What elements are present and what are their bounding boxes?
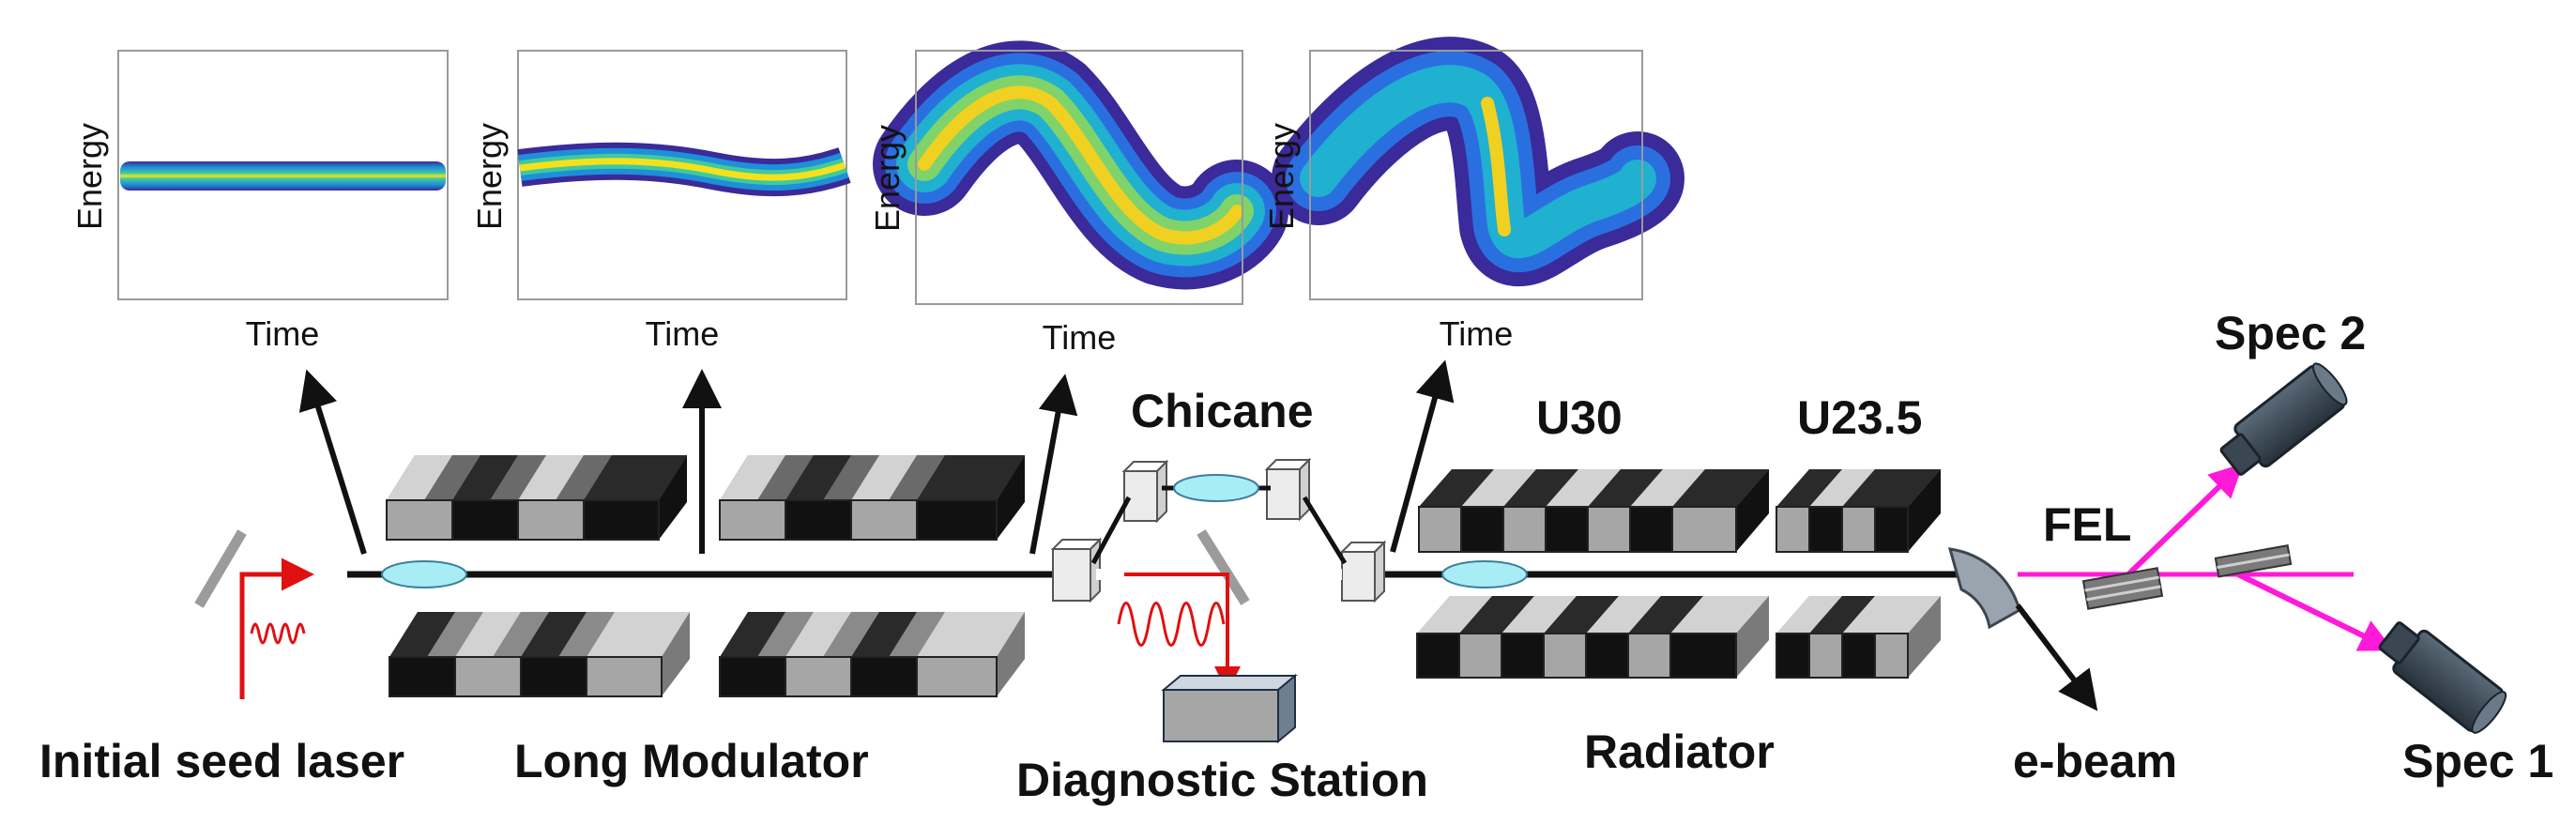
plot-4-xlabel: Time bbox=[1440, 314, 1514, 353]
phase-space-plot-4: Time Energy bbox=[1262, 37, 1684, 353]
spectrometer-1-icon bbox=[2378, 621, 2507, 734]
chicane-dipole bbox=[1264, 457, 1312, 522]
modulator-lower-1 bbox=[389, 612, 690, 697]
label-long-modulator: Long Modulator bbox=[514, 735, 869, 787]
dump-dipole bbox=[1947, 547, 2021, 630]
radiator-u30-upper bbox=[1418, 469, 1769, 553]
plot-4-arrow bbox=[1390, 359, 1455, 553]
seed-laser-beam bbox=[239, 557, 314, 699]
plot-1-xlabel: Time bbox=[246, 314, 320, 353]
phase-space-plot-1: Time Energy bbox=[70, 50, 449, 353]
label-spec1: Spec 1 bbox=[2402, 735, 2553, 787]
plot-4-ylabel: Energy bbox=[1262, 123, 1301, 230]
radiator-u30-lower bbox=[1416, 596, 1769, 679]
label-u23: U23.5 bbox=[1797, 391, 1922, 444]
modulator-upper-1 bbox=[386, 455, 687, 541]
phase-space-plot-2: Time Energy bbox=[470, 50, 851, 353]
diagnostic-laser-wave bbox=[1117, 602, 1226, 647]
fel-beam-to-spec2 bbox=[2126, 463, 2244, 577]
label-spec2: Spec 2 bbox=[2215, 307, 2366, 359]
fel-beam-splitter-1 bbox=[2081, 567, 2164, 610]
seed-laser-mirror bbox=[194, 529, 247, 608]
radiator-u23-lower bbox=[1776, 596, 1941, 679]
electron-bunch bbox=[1173, 474, 1259, 502]
electron-bunch bbox=[381, 560, 467, 588]
chicane bbox=[1050, 457, 1387, 603]
label-ebeam: e-beam bbox=[2013, 735, 2177, 787]
plot-2-xlabel: Time bbox=[646, 314, 720, 353]
label-fel: FEL bbox=[2043, 498, 2131, 551]
label-u30: U30 bbox=[1536, 391, 1623, 444]
ebeam-dump-arrow bbox=[2015, 603, 2098, 711]
diagnostic-station-box bbox=[1161, 673, 1298, 744]
spectrometer-2-icon bbox=[2219, 362, 2348, 476]
phase-space-plot-3: Time Energy bbox=[868, 40, 1288, 357]
plot-2-ylabel: Energy bbox=[470, 123, 509, 230]
fel-beam-to-spec1 bbox=[2236, 572, 2394, 651]
label-diagnostic-station: Diagnostic Station bbox=[1016, 754, 1428, 806]
plot-3-xlabel: Time bbox=[1043, 318, 1117, 357]
chicane-dipole bbox=[1050, 537, 1103, 603]
radiator-u23-upper bbox=[1776, 469, 1941, 553]
phase-space-band bbox=[120, 161, 446, 191]
plot-3-ylabel: Energy bbox=[868, 125, 907, 232]
label-seed-laser: Initial seed laser bbox=[39, 735, 404, 787]
chicane-dipole bbox=[1121, 459, 1169, 524]
label-chicane: Chicane bbox=[1131, 385, 1314, 437]
label-radiator: Radiator bbox=[1584, 725, 1775, 778]
plot-3-arrow bbox=[1029, 374, 1078, 555]
diagnostic-laser-path bbox=[1124, 573, 1241, 693]
electron-bunch bbox=[1441, 560, 1528, 588]
plot-1-ylabel: Energy bbox=[70, 123, 109, 230]
seed-laser-wave bbox=[250, 622, 306, 645]
modulator-upper-2 bbox=[719, 455, 1025, 541]
modulator-lower-2 bbox=[719, 612, 1025, 697]
chicane-dipole bbox=[1339, 540, 1387, 603]
diagnostic-mirror bbox=[1197, 529, 1250, 605]
fel-beam-splitter-2 bbox=[2214, 544, 2293, 578]
plot-1-arrow bbox=[298, 369, 367, 555]
